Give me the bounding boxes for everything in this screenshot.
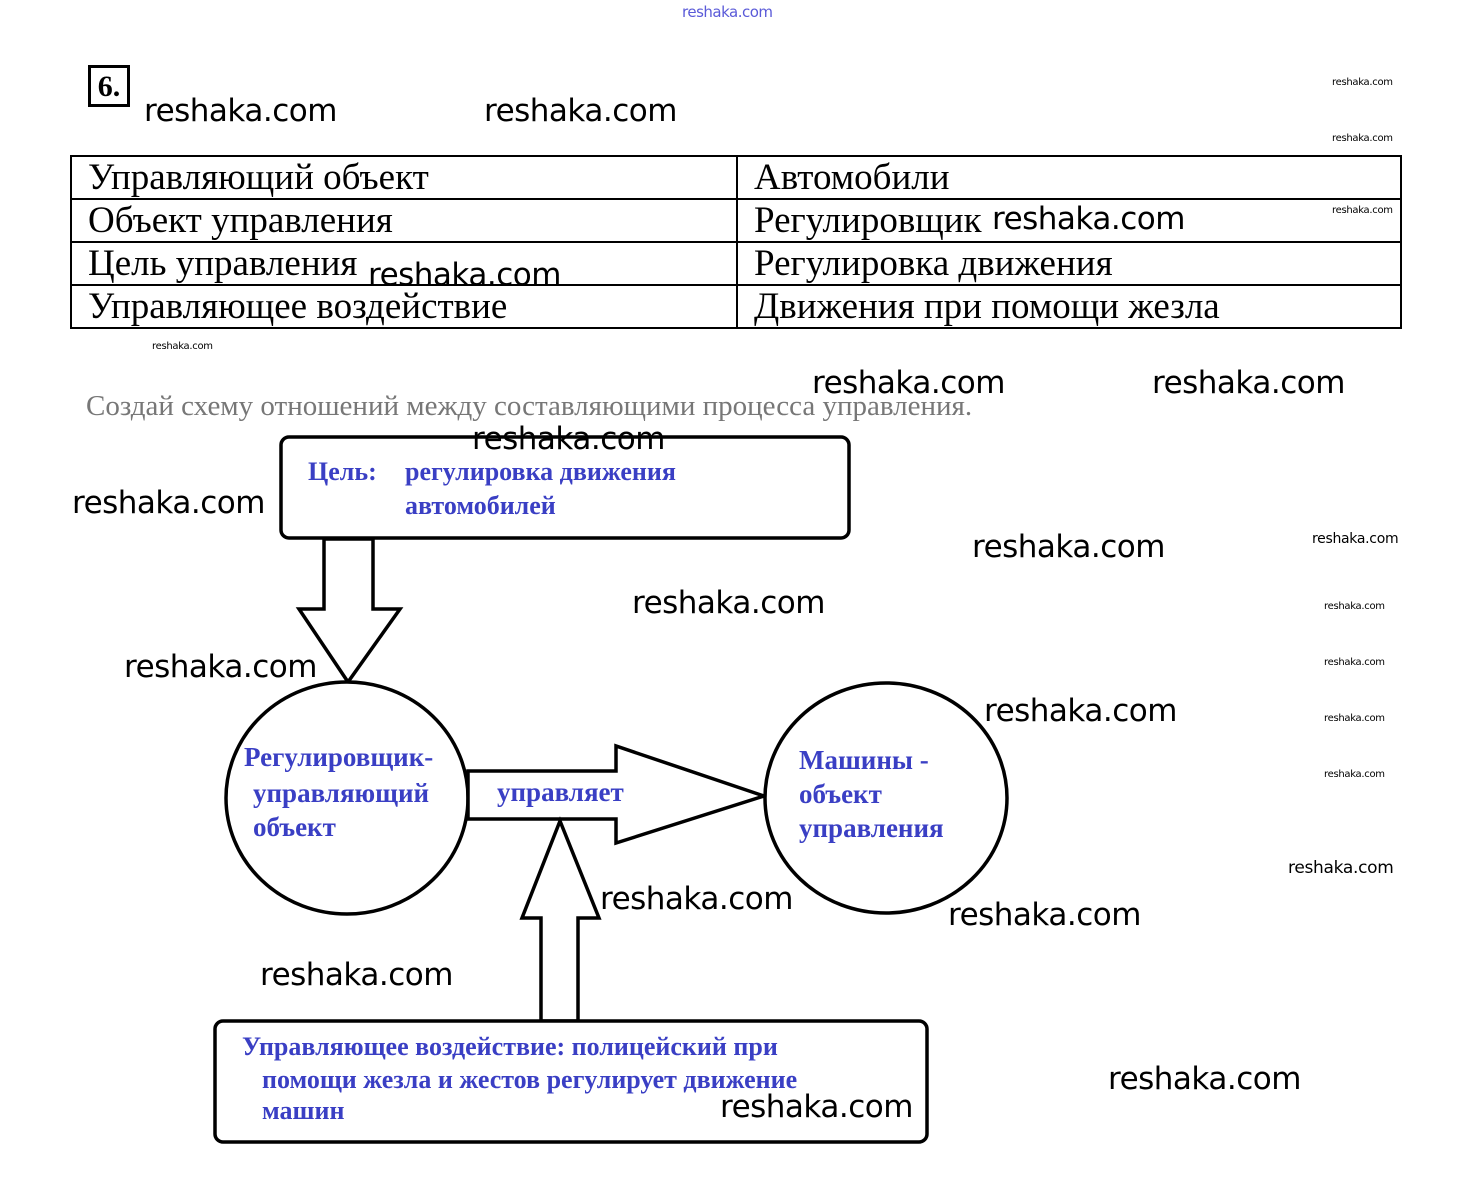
table-row: Цель управления Регулировка движения (70, 241, 1402, 286)
watermark: reshaka.com (1332, 77, 1393, 88)
watermark: reshaka.com (600, 881, 793, 917)
influence-line1: Управляющее воздействие: полицейский при (242, 1032, 778, 1061)
watermark: reshaka.com (1108, 1061, 1301, 1097)
table-term: Объект управления (70, 198, 738, 243)
watermark: reshaka.com (1324, 657, 1385, 668)
table-row: Управляющий объект Автомобили (70, 155, 1402, 200)
table-term: Цель управления (70, 241, 738, 286)
watermark: reshaka.com (984, 693, 1177, 729)
action-arrow-label: управляет (497, 777, 624, 807)
controller-line2: управляющий (253, 778, 430, 808)
watermark: reshaka.com (124, 649, 317, 685)
watermark: reshaka.com (1324, 769, 1385, 780)
object-line2: объект (799, 779, 882, 809)
table-term: Управляющее воздействие (70, 284, 738, 329)
task-number: 6. (88, 65, 130, 107)
watermark: reshaka.com (1152, 365, 1345, 401)
watermark: reshaka.com (1324, 713, 1385, 724)
table-term: Управляющий объект (70, 155, 738, 200)
watermark: reshaka.com (484, 93, 677, 129)
table-row: Объект управления Регулировщик (70, 198, 1402, 243)
influence-line3: машин (262, 1096, 345, 1125)
action-right-arrow (466, 743, 770, 846)
influence-box (213, 1019, 929, 1144)
table-answer: Регулировка движения (736, 241, 1402, 286)
watermark: reshaka.com (368, 257, 561, 293)
goal-text-line2: автомобилей (405, 491, 556, 520)
object-line3: управления (799, 813, 944, 843)
controller-line1: Регулировщик- (244, 742, 434, 772)
site-watermark-top: reshaka.com (682, 3, 773, 21)
table-answer: Движения при помощи жезла (736, 284, 1402, 329)
instruction-text: Создай схему отношений между составляющи… (86, 390, 973, 422)
answer-table: Управляющий объект Автомобили Объект упр… (70, 155, 1402, 329)
watermark: reshaka.com (812, 365, 1005, 401)
watermark: reshaka.com (720, 1089, 913, 1125)
goal-label: Цель: (308, 457, 377, 486)
watermark: reshaka.com (472, 421, 665, 457)
watermark: reshaka.com (632, 585, 825, 621)
watermark: reshaka.com (72, 485, 265, 521)
watermark: reshaka.com (1312, 531, 1399, 547)
watermark: reshaka.com (1332, 133, 1393, 144)
table-answer: Автомобили (736, 155, 1402, 200)
influence-line2: помощи жезла и жестов регулирует движени… (262, 1065, 798, 1094)
object-circle (763, 681, 1009, 915)
watermark: reshaka.com (992, 201, 1185, 237)
watermark: reshaka.com (972, 529, 1165, 565)
controller-line3: объект (253, 812, 336, 842)
watermark: reshaka.com (948, 897, 1141, 933)
object-line1: Машины - (799, 745, 929, 775)
watermark: reshaka.com (1324, 601, 1385, 612)
influence-up-arrow (519, 816, 602, 1023)
table-answer: Регулировщик (736, 198, 1402, 243)
goal-down-arrow (295, 537, 404, 686)
table-row: Управляющее воздействие Движения при пом… (70, 284, 1402, 329)
goal-box (279, 435, 851, 540)
watermark: reshaka.com (144, 93, 337, 129)
watermark: reshaka.com (1332, 205, 1393, 216)
watermark: reshaka.com (1288, 858, 1394, 878)
watermark: reshaka.com (260, 957, 453, 993)
watermark: reshaka.com (152, 341, 213, 352)
goal-text-line1: регулировка движения (405, 457, 676, 486)
